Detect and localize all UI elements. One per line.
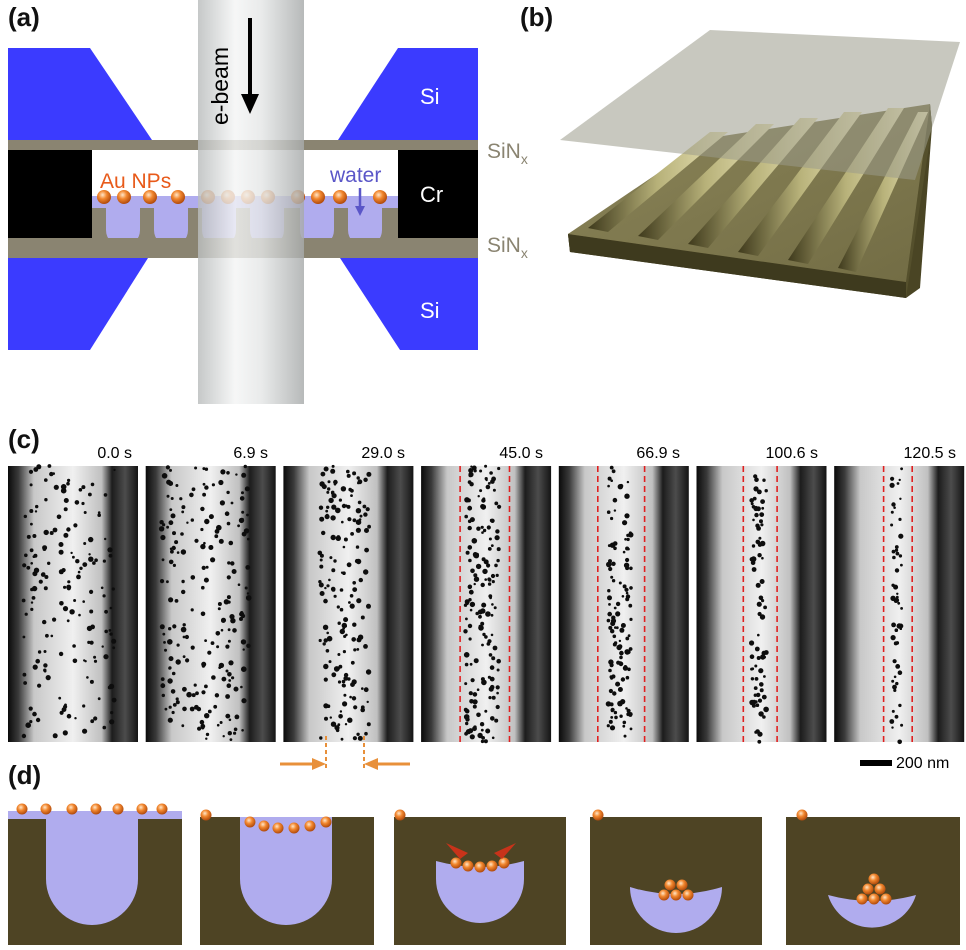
timelapse-frames [8, 464, 965, 745]
si-top-left [8, 48, 152, 140]
si-bottom-left [8, 258, 148, 350]
ebeam-label: e-beam [207, 47, 233, 125]
time-label-5: 100.6 s [766, 445, 818, 462]
stage-3 [394, 809, 566, 945]
tem-frame [8, 464, 138, 742]
tem-frame [421, 464, 552, 744]
panel-d-evaporation [8, 803, 960, 945]
top-sinx-membrane [560, 30, 960, 180]
scale-bar-label: 200 nm [896, 755, 949, 770]
si-bottom-label: Si [420, 298, 440, 323]
si-top-label: Si [420, 84, 440, 109]
stage-2 [200, 809, 374, 945]
time-label-4: 66.9 s [636, 445, 680, 462]
si-bottom-right [340, 258, 478, 350]
cr-right [398, 150, 478, 238]
panel-c-timelapse: 0.0 s 6.9 s 29.0 s 45.0 s 66.9 s 100.6 s… [8, 445, 965, 770]
time-label-1: 6.9 s [233, 445, 268, 462]
ebeam-arrowhead [241, 94, 259, 114]
stage-1 [8, 803, 182, 945]
panel-a-schematic: e-beam Si Si Cr Au NPs water SiNx SiNx [8, 0, 528, 404]
panel-b-3d-model [560, 30, 960, 298]
sinx-top-label: SiNx [487, 140, 528, 167]
panel-label-b: (b) [520, 2, 554, 32]
time-label-0: 0.0 s [97, 445, 132, 462]
water-label: water [329, 164, 381, 187]
width-indicator [280, 736, 410, 770]
tem-frame [696, 466, 827, 744]
sinx-bottom-label: SiNx [487, 234, 528, 261]
cr-label: Cr [420, 182, 443, 207]
panel-label-d: (d) [8, 760, 42, 790]
cr-left [8, 150, 92, 238]
panel-label-a: (a) [8, 2, 40, 32]
tem-frame [145, 464, 276, 742]
tem-frame [834, 466, 965, 745]
si-top-right [338, 48, 478, 140]
time-label-6: 120.5 s [904, 445, 956, 462]
time-label-3: 45.0 s [499, 445, 543, 462]
stage-4 [590, 809, 762, 945]
scale-bar [860, 760, 892, 766]
tem-frame [558, 465, 689, 742]
au-nps-label: Au NPs [100, 170, 171, 193]
time-label-2: 29.0 s [361, 445, 405, 462]
stage-5 [786, 809, 960, 945]
water-arrowhead [355, 206, 365, 216]
panel-label-c: (c) [8, 424, 40, 454]
tem-frame [283, 464, 414, 742]
